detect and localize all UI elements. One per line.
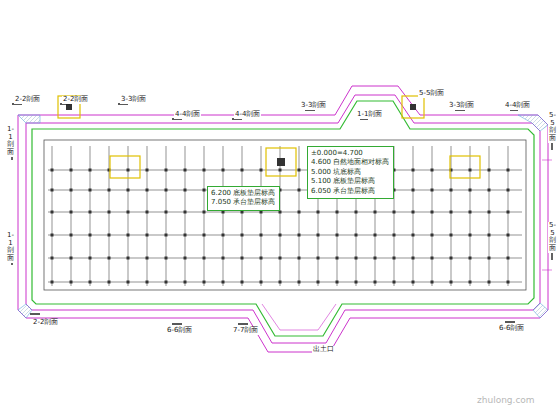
building-outline <box>44 140 526 290</box>
section-label: 4-4剖面 <box>174 111 201 119</box>
section-label: 3-3剖面 <box>448 102 475 110</box>
section-label: 出土口 <box>312 346 335 354</box>
outer-slope-line <box>18 86 548 352</box>
section-label: 2-2剖面 <box>14 96 41 104</box>
section-label: 6-6剖面 <box>166 327 193 335</box>
section-marks <box>12 104 552 324</box>
elevation-note: 4.600 自然地面相对标高 <box>311 158 390 167</box>
column-grid <box>48 146 522 286</box>
elevation-note: 7.050 承台垫层标高 <box>211 198 276 207</box>
section-label: 2-2剖面 <box>62 96 89 104</box>
watermark: zhulong.com <box>476 396 536 406</box>
section-label: 7-7剖面 <box>232 327 259 335</box>
section-label: 4-4剖面 <box>234 111 261 119</box>
elevation-note: 6.200 底板垫层标高 <box>211 189 276 198</box>
elevation-note: 5.000 坑底标高 <box>311 168 390 177</box>
section-label: 1-1剖面 <box>356 111 383 119</box>
section-label: 5-5剖面 <box>548 222 557 253</box>
pit-top-line <box>26 95 540 343</box>
section-label: 4-4剖面 <box>504 102 531 110</box>
crane-bases <box>58 96 480 178</box>
elevation-note: ±0.000=4.700 <box>311 149 390 158</box>
section-label: 5-5剖面 <box>418 90 445 98</box>
section-label: 1-1剖面 <box>6 126 15 157</box>
elevation-note-box: ±0.000=4.7004.600 自然地面相对标高5.000 坑底标高5.10… <box>307 146 394 199</box>
elevation-note-box: 6.200 底板垫层标高7.050 承台垫层标高 <box>207 186 280 211</box>
section-label: 2-2剖面 <box>32 319 59 327</box>
elevation-note: 5.100 底板垫层标高 <box>311 177 390 186</box>
section-label: 5-5剖面 <box>548 112 557 143</box>
columns <box>51 169 510 284</box>
support-line <box>32 101 534 336</box>
section-label: 1-1剖面 <box>6 232 15 263</box>
elevation-note: 6.050 承台垫层标高 <box>311 187 390 196</box>
section-label: 3-3剖面 <box>300 102 327 110</box>
section-label: 6-6剖面 <box>498 325 525 333</box>
section-label: 3-3剖面 <box>120 96 147 104</box>
